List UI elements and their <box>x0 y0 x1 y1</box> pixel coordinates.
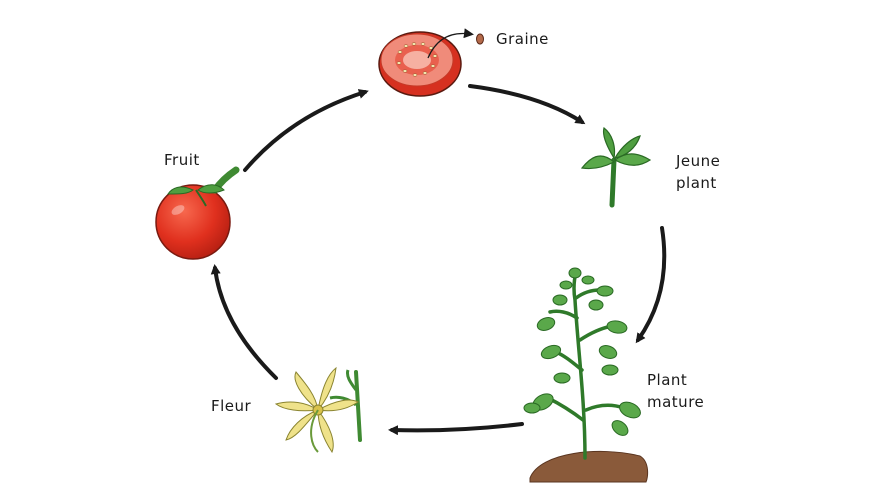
flower-illustration <box>274 366 362 454</box>
tomato-fruit-illustration <box>155 166 240 260</box>
label-jeune-plant-line2: plant <box>676 174 717 192</box>
label-graine-text: Graine <box>496 30 549 48</box>
label-jeune-plant: Jeune plant <box>676 150 720 194</box>
arrow-seed-to-young-plant <box>468 84 586 125</box>
seed-pointer-arrow <box>427 28 474 59</box>
label-fruit: Fruit <box>164 149 200 171</box>
label-plant-mature-line1: Plant <box>647 371 688 389</box>
label-fleur-text: Fleur <box>211 397 252 415</box>
arrow-young-to-mature-plant <box>635 226 667 344</box>
seed-illustration <box>476 33 484 45</box>
label-jeune-plant-line1: Jeune <box>676 152 721 170</box>
arrow-flower-to-fruit <box>210 264 278 380</box>
label-graine: Graine <box>496 28 549 50</box>
label-plant-mature: Plant mature <box>647 369 704 413</box>
label-plant-mature-line2: mature <box>647 393 705 411</box>
cycle-arrows <box>210 84 667 436</box>
label-fruit-text: Fruit <box>164 151 200 169</box>
tomato-half-illustration <box>378 31 462 97</box>
arrow-mature-plant-to-flower <box>388 422 524 436</box>
mature-plant-illustration <box>523 267 649 483</box>
young-plant-illustration <box>580 126 652 208</box>
label-fleur: Fleur <box>211 395 251 417</box>
soil-mound <box>529 450 649 483</box>
arrow-fruit-to-seed <box>243 89 369 172</box>
